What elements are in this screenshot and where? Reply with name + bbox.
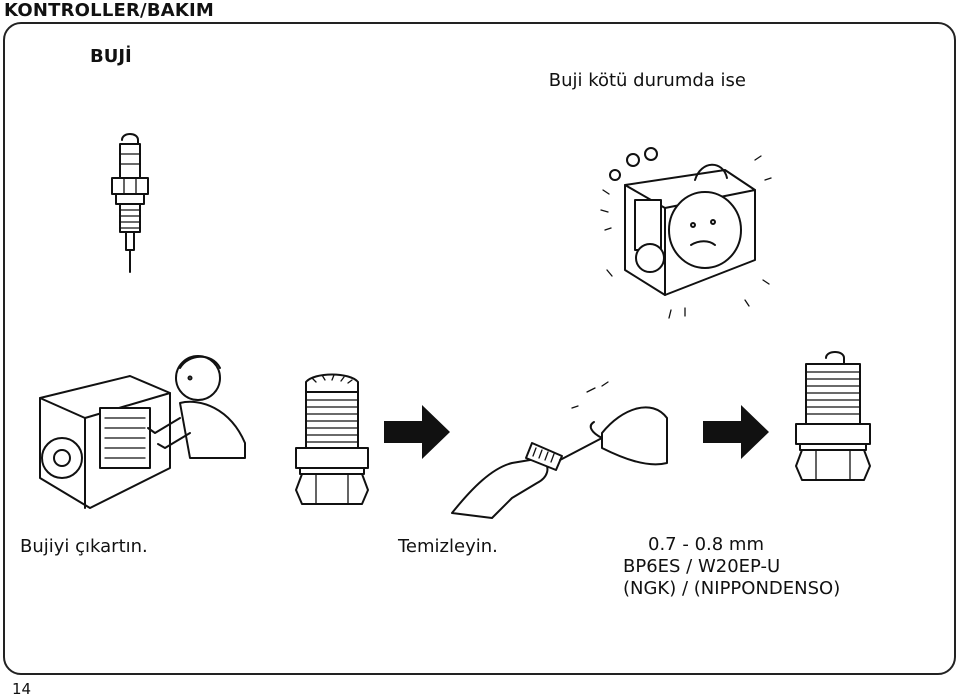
remove-plug-caption: Bujiyi çıkartın. bbox=[20, 536, 148, 557]
arrow-right-icon bbox=[703, 405, 769, 459]
clean-plug-illustration bbox=[795, 351, 871, 481]
page-number: 14 bbox=[12, 680, 32, 698]
dirty-plug-illustration bbox=[295, 373, 369, 505]
plug-brands: (NGK) / (NIPPONDENSO) bbox=[623, 578, 841, 599]
content-panel bbox=[3, 22, 956, 675]
bad-condition-caption: Buji kötü durumda ise bbox=[548, 70, 746, 91]
gap-value: 0.7 - 0.8 mm bbox=[648, 534, 764, 555]
cleaning-hands-illustration bbox=[451, 381, 668, 519]
technician-pump-illustration bbox=[39, 355, 246, 509]
spark-plug-icon bbox=[111, 133, 149, 273]
arrow-right-icon bbox=[384, 405, 450, 459]
section-title: BUJİ bbox=[90, 46, 132, 67]
clean-plug-caption: Temizleyin. bbox=[398, 536, 498, 557]
shaking-pump-illustration bbox=[600, 147, 772, 319]
plug-types: BP6ES / W20EP-U bbox=[623, 556, 781, 577]
page-header: KONTROLLER/BAKIM bbox=[4, 0, 215, 21]
